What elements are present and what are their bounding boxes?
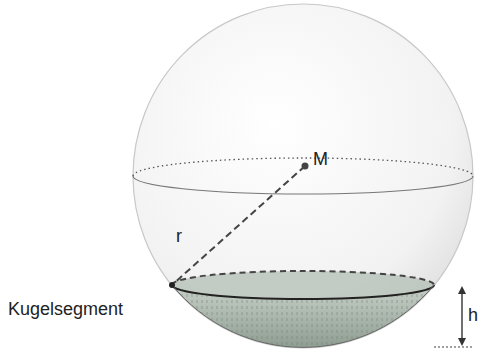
equator-front [133,176,473,194]
segment-base-front [172,285,434,299]
segment-base-back [172,271,434,285]
height-arrowhead [458,286,466,294]
radius-label: r [176,227,182,245]
radius-line [172,166,305,285]
center-dot [302,163,309,170]
segment-base [172,271,434,299]
center-label: M [313,150,328,168]
segment-outline [172,285,434,347]
height-arrowhead [458,338,466,346]
height-baseline [434,346,472,347]
sphere [133,4,473,348]
height-label: h [468,306,478,324]
radius-end [169,282,175,288]
segment-label: Kugelsegment [8,300,123,318]
equator-back [133,158,473,176]
height-arrow [461,291,462,341]
